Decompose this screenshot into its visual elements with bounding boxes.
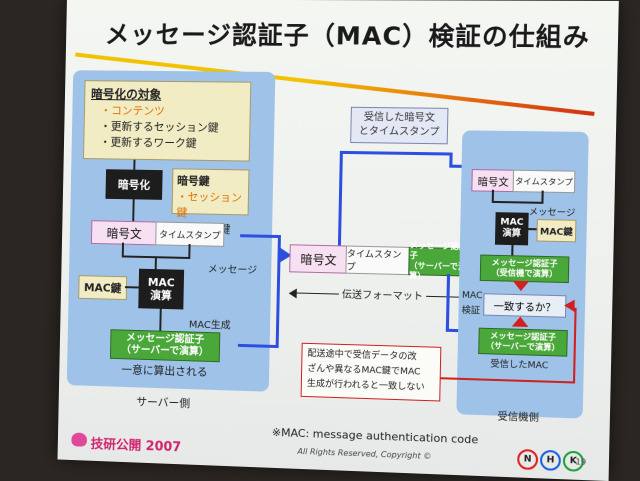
event-name: 技研公開 2007 <box>90 437 182 456</box>
arrow-line <box>339 150 452 156</box>
callout-line-2: とタイムスタンプ <box>358 125 440 139</box>
target-work-key: ・更新するワーク鍵 <box>99 135 197 150</box>
verify-label-1: MAC <box>461 290 483 302</box>
receiver-ciphertext-box: 暗号文 <box>471 169 516 193</box>
footnote: ※MAC: message authentication code <box>271 425 479 447</box>
connector <box>154 256 157 271</box>
page-number: 19 <box>575 457 587 467</box>
encrypt-op-label: 暗号化 <box>117 177 151 192</box>
server-ciphertext-label: 暗号文 <box>106 225 142 241</box>
transfer-timestamp-box: タイムスタンプ <box>345 245 411 276</box>
server-message-label: メッセージ <box>207 264 258 277</box>
server-mac-box-2: （サーバーで演算） <box>121 344 209 358</box>
received-mac-label: 受信したMAC <box>490 359 549 372</box>
target-content: ・コンテンツ <box>100 104 165 118</box>
broadcaster-logo: N H K <box>517 448 585 472</box>
connector <box>121 242 125 257</box>
slide: メッセージ認証子（MAC）検証の仕組み 暗号化の対象 ・コンテンツ ・更新するセ… <box>57 0 619 481</box>
receiver-timestamp-box: タイムスタンプ <box>512 169 576 194</box>
receiver-caption: 受信機側 <box>497 411 539 425</box>
match-check-label: 一致するか？ <box>493 301 556 314</box>
note-line-3: 生成が行われると一致しない <box>306 378 425 393</box>
connector <box>133 159 136 170</box>
down-red-arrow <box>512 280 530 292</box>
logo-letter: N <box>517 448 539 471</box>
server-ciphertext-box: 暗号文 <box>90 220 158 246</box>
server-mac-key-box: MAC鍵 <box>78 275 128 301</box>
received-mac-box: メッセージ認証子 （サーバーで演算） <box>478 327 568 357</box>
receiver-mac-key-label: MAC鍵 <box>539 226 573 238</box>
server-timestamp-label: タイムスタンプ <box>158 230 221 242</box>
unique-label: 一意に算出される <box>121 363 208 379</box>
encrypt-operation: 暗号化 <box>105 169 163 200</box>
transfer-format-label: 伝送フォーマット <box>338 285 427 303</box>
connector <box>511 245 514 256</box>
logo-letter: H <box>539 449 562 471</box>
callout-line-1: 受信した暗号文 <box>363 111 436 124</box>
received-mac-box-2: （サーバーで演算） <box>485 341 560 353</box>
receiver-mac-key-box: MAC鍵 <box>536 219 577 243</box>
mac-generation-label: MAC生成 <box>188 319 231 332</box>
receiver-mac-op-1: MAC <box>500 217 524 228</box>
receiver-mac-op-2: 演算 <box>502 228 522 240</box>
key-heading: 暗号鍵 <box>176 174 210 188</box>
event-logo-icon <box>71 432 88 447</box>
server-mac-box: メッセージ認証子 （サーバーで演算） <box>109 329 221 363</box>
match-check-box: 一致するか？ <box>483 293 567 318</box>
server-timestamp-box: タイムスタンプ <box>155 221 225 247</box>
transfer-ciphertext-label: 暗号文 <box>300 252 337 267</box>
receiver-mac-box-2: （受信機で演算） <box>491 267 558 279</box>
server-mac-operation: MAC 演算 <box>138 268 185 310</box>
slide-title: メッセージ認証子（MAC）検証の仕組み <box>104 20 591 53</box>
connector <box>125 286 139 289</box>
server-mac-key-label: MAC鍵 <box>83 281 122 295</box>
arrow-line <box>337 150 343 246</box>
verify-label-2: 検証 <box>461 305 481 317</box>
encryption-key-box: 暗号鍵 ・セッション鍵 ・ワーク鍵 <box>171 168 250 236</box>
server-caption: サーバー側 <box>136 395 191 410</box>
connector <box>528 228 537 231</box>
arrow-line <box>445 274 451 331</box>
receiver-message-label: メッセージ <box>528 207 576 219</box>
transfer-timestamp-label: タイムスタンプ <box>346 249 402 273</box>
up-red-arrow <box>511 316 529 327</box>
key-session: ・セッション鍵 <box>176 190 243 220</box>
receiver-timestamp-label: タイムスタンプ <box>514 176 573 187</box>
tamper-note: 配送途中で受信データの改 ざんや異なるMAC鍵でMAC 生成が行われると一致しな… <box>300 342 442 402</box>
encryption-targets-box: 暗号化の対象 ・コンテンツ ・更新するセッション鍵 ・更新するワーク鍵 <box>83 80 252 162</box>
copyright: All Rights Reserved, Copyright © <box>297 446 432 461</box>
connector <box>188 244 191 259</box>
receiver-ciphertext-label: 暗号文 <box>477 176 509 189</box>
receiver-mac-box: メッセージ認証子 （受信機で演算） <box>479 254 570 284</box>
server-mac-op-2: 演算 <box>150 288 172 303</box>
note-red-arrow <box>564 299 575 312</box>
transfer-ciphertext-box: 暗号文 <box>289 244 348 274</box>
receiver-mac-operation: MAC 演算 <box>494 212 529 246</box>
targets-heading: 暗号化の対象 <box>90 87 162 102</box>
format-arrow-left <box>288 288 297 299</box>
server-mac-op-1: MAC <box>147 275 175 290</box>
received-callout: 受信した暗号文 とタイムスタンプ <box>350 106 449 145</box>
